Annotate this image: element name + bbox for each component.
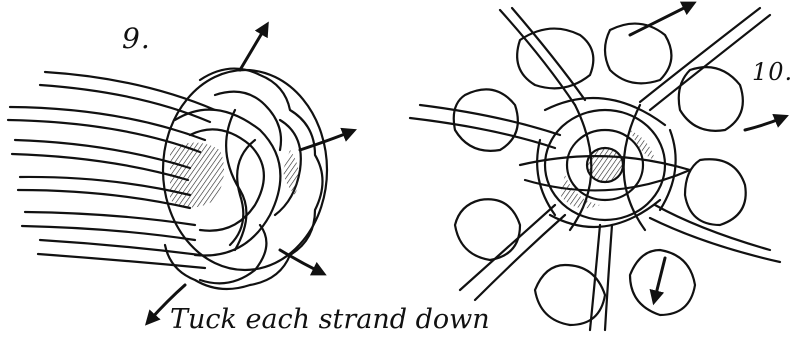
step-10-label: 10.	[752, 58, 793, 86]
knot-step-9	[8, 28, 350, 320]
knot-step-10	[410, 5, 782, 330]
diagram-caption: Tuck each strand down	[170, 304, 490, 335]
step-9-label: 9.	[122, 22, 151, 55]
